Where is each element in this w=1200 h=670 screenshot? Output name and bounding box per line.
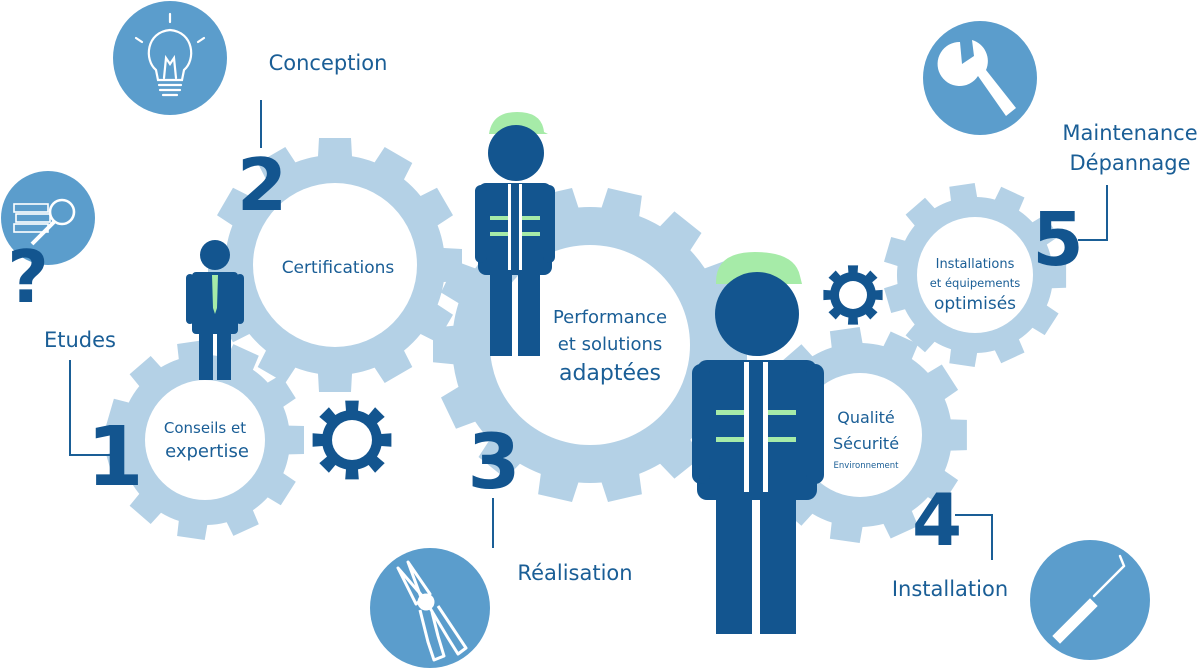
gear-text-securite: Sécurité	[833, 434, 899, 453]
step-label-realisation: Réalisation	[517, 561, 632, 585]
gear-hole	[145, 380, 265, 500]
connector-etudes	[69, 360, 112, 456]
gear-text-expertise: expertise	[165, 441, 249, 462]
step-label-installation: Installation	[892, 577, 1008, 601]
connector-installation	[955, 514, 993, 560]
gear-hole	[332, 420, 372, 460]
question-mark-icon: ?	[7, 235, 49, 319]
step-number-3: 3	[468, 417, 521, 506]
lightbulb-icon	[113, 1, 227, 115]
gear-text-optimises: optimisés	[934, 294, 1016, 314]
step-label-etudes: Etudes	[44, 328, 116, 352]
gear-hole	[253, 183, 417, 347]
gear-hole	[839, 281, 867, 309]
businessman-figure	[186, 240, 244, 380]
pliers-icon	[370, 548, 490, 668]
documents-magnifier-icon	[1, 171, 95, 265]
gear-text-conseils: Conseils et	[164, 419, 246, 437]
step-number-1: 1	[86, 410, 143, 505]
gear-text-installations: Installations	[936, 257, 1015, 272]
step-label-conception: Conception	[269, 51, 388, 75]
gear-etudes	[106, 340, 304, 540]
step-number-5: 5	[1032, 197, 1084, 283]
step-number-2: 2	[237, 143, 287, 227]
screwdriver-icon	[1030, 540, 1150, 660]
step-number-4: 4	[912, 478, 962, 562]
gear-text-equipements: et équipements	[930, 276, 1021, 290]
gear-text-certifications: Certifications	[282, 258, 395, 278]
gear-conception	[208, 138, 462, 392]
gear-maintenance	[884, 183, 1067, 367]
step-label-maintenance: Maintenance	[1062, 121, 1197, 145]
gear-text-adaptees: adaptées	[559, 361, 661, 386]
gear-text-qualite: Qualité	[837, 408, 895, 427]
small-gear-icon	[312, 400, 392, 480]
gear-text-solutions: et solutions	[558, 334, 663, 355]
gear-text-performance: Performance	[553, 307, 667, 328]
step-label-depannage: Dépannage	[1069, 151, 1190, 175]
gear-text-environnement: Environnement	[834, 461, 900, 471]
worker-figure-small	[475, 112, 555, 356]
small-gear-icon	[823, 265, 883, 325]
worker-figure-large	[692, 252, 824, 634]
gear-hole	[917, 217, 1033, 333]
wrench-icon	[923, 21, 1037, 135]
gear-hole	[798, 373, 922, 497]
connector-maintenance	[1078, 185, 1108, 241]
